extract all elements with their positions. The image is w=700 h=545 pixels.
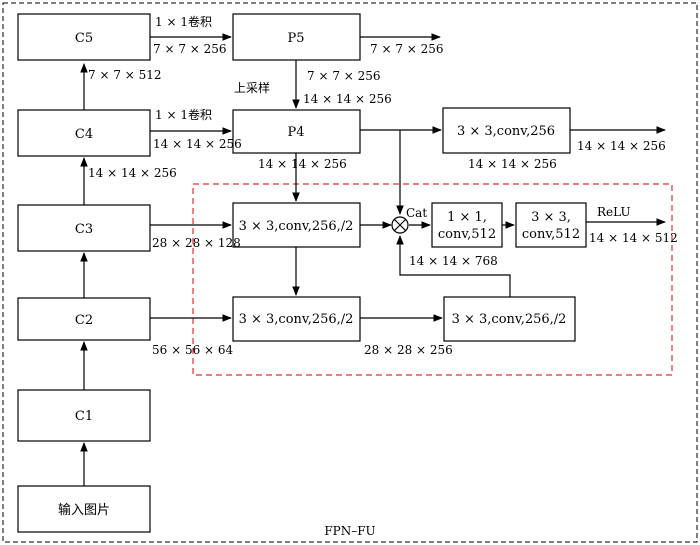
c4-label: C4 xyxy=(75,127,93,142)
p4-conv-box xyxy=(442,107,571,154)
p4-label: P4 xyxy=(287,125,304,140)
down-bottom-size-label: 28 × 28 × 256 xyxy=(364,343,453,357)
figure-caption: FPN–FU xyxy=(324,524,375,538)
p4-box xyxy=(232,109,361,154)
c1-box xyxy=(17,389,151,442)
p5-p4-size-b-label: 14 × 14 × 256 xyxy=(303,92,392,106)
c3-out-size-label: 28 × 28 × 128 xyxy=(152,236,241,250)
p4-conv-label: 3 × 3,conv,256 xyxy=(457,124,555,139)
p4-conv-out-label: 14 × 14 × 256 xyxy=(577,139,666,153)
down1-label: 3 × 3,conv,256,/2 xyxy=(239,219,354,234)
down3-to-cat-line xyxy=(396,235,511,297)
c4-box xyxy=(17,109,151,157)
relu-label: ReLU xyxy=(597,205,631,219)
down2-box xyxy=(232,296,361,342)
c4-c5-size-label: 7 × 7 × 512 xyxy=(88,68,162,82)
down3-label: 3 × 3,conv,256,/2 xyxy=(452,312,567,327)
fusion-region xyxy=(192,183,673,376)
p5-box xyxy=(232,13,361,61)
conv3x3-box xyxy=(515,202,587,248)
conv1x1-label-line2: conv,512 xyxy=(438,227,496,242)
c3-label: C3 xyxy=(75,222,93,237)
down1-box xyxy=(232,202,361,248)
p4-conv-in-label: 14 × 14 × 256 xyxy=(468,157,557,171)
p5-p4-size-a-label: 7 × 7 × 256 xyxy=(307,69,381,83)
c3-c4-size-label: 14 × 14 × 256 xyxy=(88,166,177,180)
final-out-size-label: 14 × 14 × 512 xyxy=(589,231,678,245)
c2-label: C2 xyxy=(75,313,93,328)
down3-box xyxy=(443,296,576,342)
c5-p5-size-label: 7 × 7 × 256 xyxy=(153,42,227,56)
c4-p4-size-label: 14 × 14 × 256 xyxy=(153,137,242,151)
c2-box xyxy=(17,297,151,341)
cat-label: Cat xyxy=(406,206,427,220)
input-image-box xyxy=(17,485,151,533)
input-image-label: 输入图片 xyxy=(58,502,110,518)
conv3x3-label-line2: conv,512 xyxy=(522,227,580,242)
conv1x1-box xyxy=(431,202,503,248)
c5-box xyxy=(17,13,151,61)
c5-label: C5 xyxy=(75,31,93,46)
c2-out-size-label: 56 × 56 × 64 xyxy=(152,343,234,357)
concat-icon xyxy=(391,216,409,234)
c4-p4-op-label: 1 × 1卷积 xyxy=(155,107,212,122)
c1-label: C1 xyxy=(75,409,93,424)
cat-in-size-label: 14 × 14 × 768 xyxy=(409,254,498,268)
p5-label: P5 xyxy=(287,31,304,46)
p4-down-size-label: 14 × 14 × 256 xyxy=(258,157,347,171)
down2-label: 3 × 3,conv,256,/2 xyxy=(239,312,354,327)
c3-box xyxy=(17,204,151,252)
c5-p5-op-label: 1 × 1卷积 xyxy=(155,14,212,29)
conv1x1-label-line1: 1 × 1, xyxy=(447,210,487,225)
conv3x3-label-line1: 3 × 3, xyxy=(531,210,571,225)
p5-out-label: 7 × 7 × 256 xyxy=(370,42,444,56)
upsample-label: 上采样 xyxy=(234,80,270,95)
